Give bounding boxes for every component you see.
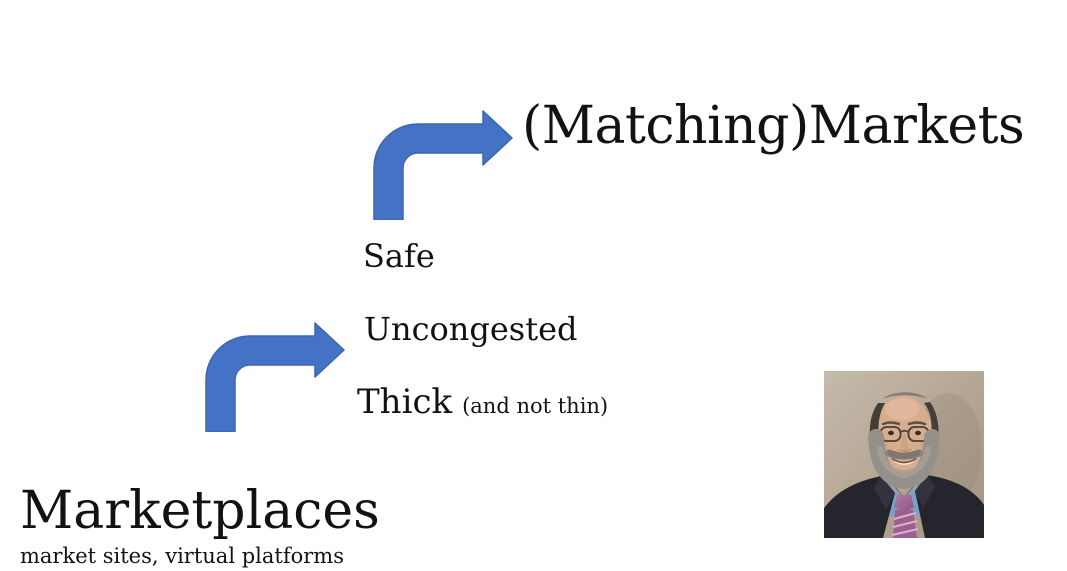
slide-title: (Matching)Markets (522, 96, 1025, 156)
label-thick-note: (and not thin) (462, 394, 609, 418)
label-safe: Safe (363, 237, 435, 275)
label-uncongested: Uncongested (364, 310, 578, 348)
curved-up-right-arrow-top-icon (373, 110, 513, 220)
label-thick: Thick (and not thin) (357, 385, 608, 419)
label-thick-text: Thick (357, 382, 453, 422)
portrait-photo (824, 371, 984, 538)
marketplaces-subtitle: market sites, virtual platforms (20, 544, 344, 568)
curved-up-right-arrow-bottom-icon (205, 322, 345, 432)
marketplaces-title: Marketplaces (20, 481, 380, 541)
